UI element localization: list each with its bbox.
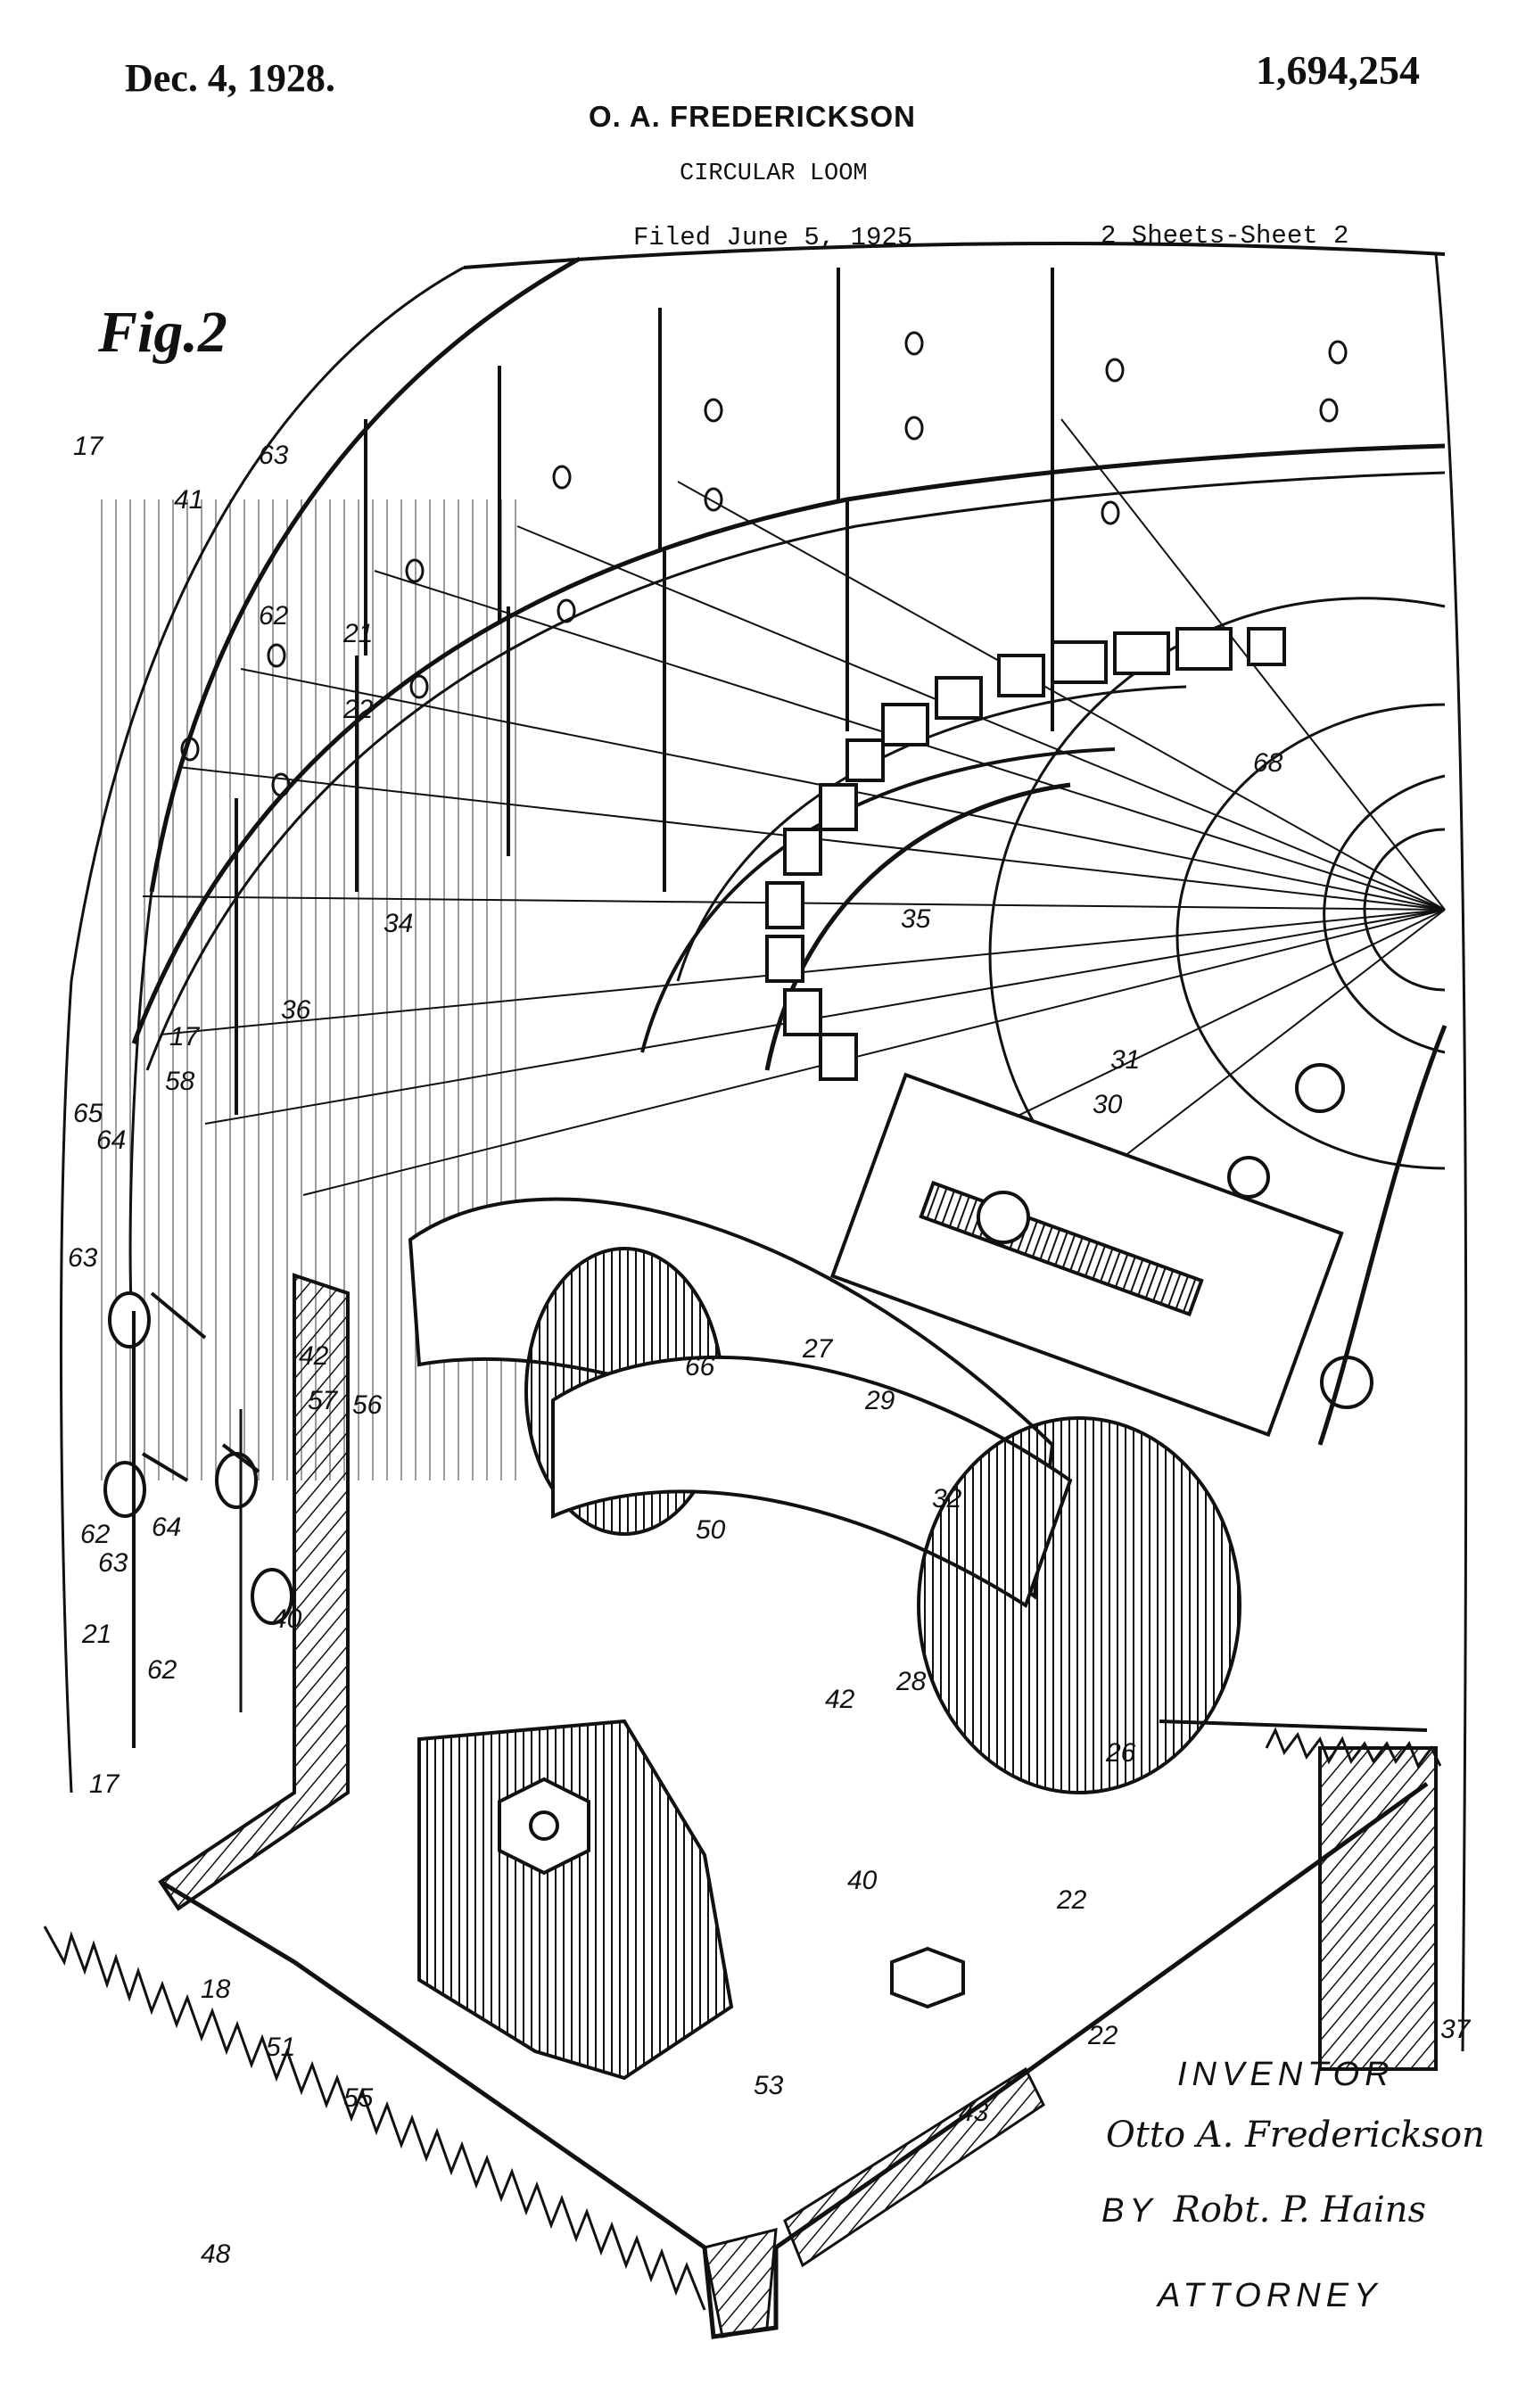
ref-63c: 63: [98, 1548, 128, 1578]
fabric-cone-arcs: [988, 597, 1446, 1215]
ref-17b: 17: [169, 1022, 201, 1051]
ref-68: 68: [1253, 748, 1283, 778]
ref-56: 56: [352, 1390, 383, 1420]
ref-21b: 21: [81, 1620, 111, 1649]
ref-51: 51: [266, 2033, 295, 2062]
base-ring: [158, 1273, 1438, 2339]
ref-31: 31: [1110, 1045, 1140, 1075]
ref-22c: 22: [1087, 2021, 1118, 2050]
ref-32: 32: [932, 1484, 962, 1513]
attorney-caption: ATTORNEY: [1158, 2277, 1382, 2314]
ref-57: 57: [308, 1386, 339, 1415]
ref-17c: 17: [89, 1769, 120, 1799]
wall-holes: [180, 331, 1348, 797]
ref-43: 43: [959, 2098, 989, 2127]
ref-28: 28: [895, 1667, 927, 1696]
shuttle-carriage: [408, 1025, 1447, 1794]
ref-55: 55: [343, 2083, 374, 2113]
ref-53: 53: [754, 2071, 784, 2100]
ref-18: 18: [201, 1975, 231, 2004]
ref-64b: 64: [152, 1513, 181, 1542]
attorney-signature: Robt. P. Hains: [1173, 2189, 1427, 2231]
ref-62c: 62: [147, 1655, 177, 1685]
ref-64: 64: [96, 1126, 126, 1155]
ref-21: 21: [342, 619, 373, 648]
ring-gear-teeth: [1265, 1727, 1442, 1769]
inventor-name: O. A. FREDERICKSON: [589, 100, 916, 133]
ref-58: 58: [165, 1067, 195, 1096]
ref-22b: 22: [1056, 1885, 1087, 1915]
ref-62b: 62: [80, 1520, 111, 1549]
ref-17: 17: [73, 432, 104, 461]
ref-63b: 63: [68, 1243, 98, 1273]
ref-63: 63: [259, 441, 289, 470]
reference-numerals: 17 41 63 62 21 22 68 34 35 36 17 58 31 3…: [68, 432, 1472, 2269]
ref-37: 37: [1440, 2015, 1472, 2044]
patent-title: CIRCULAR LOOM: [680, 161, 868, 187]
ref-36: 36: [281, 995, 311, 1025]
by-label: BY: [1101, 2192, 1158, 2230]
figure-label: Fig.2: [98, 300, 227, 365]
ref-48: 48: [201, 2239, 231, 2269]
ref-66: 66: [685, 1352, 715, 1381]
ref-40: 40: [272, 1604, 302, 1634]
ref-30: 30: [1093, 1090, 1123, 1119]
ref-27: 27: [802, 1334, 834, 1364]
ref-65: 65: [73, 1099, 103, 1128]
ref-40b: 40: [847, 1866, 878, 1895]
ref-41: 41: [174, 485, 203, 515]
inventor-caption: INVENTOR: [1177, 2056, 1395, 2093]
ref-35: 35: [901, 904, 931, 934]
ref-26: 26: [1105, 1738, 1136, 1768]
heddle-frame: [131, 268, 1446, 1115]
ref-42: 42: [299, 1341, 329, 1371]
ref-34: 34: [384, 909, 413, 938]
patent-date: Dec. 4, 1928.: [125, 56, 335, 100]
drive-gear: [417, 1719, 965, 2081]
ref-50: 50: [696, 1515, 726, 1545]
patent-number: 1,694,254: [1256, 47, 1420, 93]
inventor-signature: Otto A. Frederickson: [1106, 2115, 1485, 2156]
ref-62: 62: [259, 601, 289, 631]
ref-22: 22: [342, 695, 374, 724]
ref-29: 29: [864, 1386, 895, 1415]
serrated-edge: [43, 1926, 706, 2311]
adjusting-screws: [103, 1291, 293, 1748]
ref-42b: 42: [825, 1685, 855, 1714]
cam-blocks: [765, 627, 1286, 1081]
attorney-line: BY Robt. P. Hains: [1101, 2189, 1426, 2231]
